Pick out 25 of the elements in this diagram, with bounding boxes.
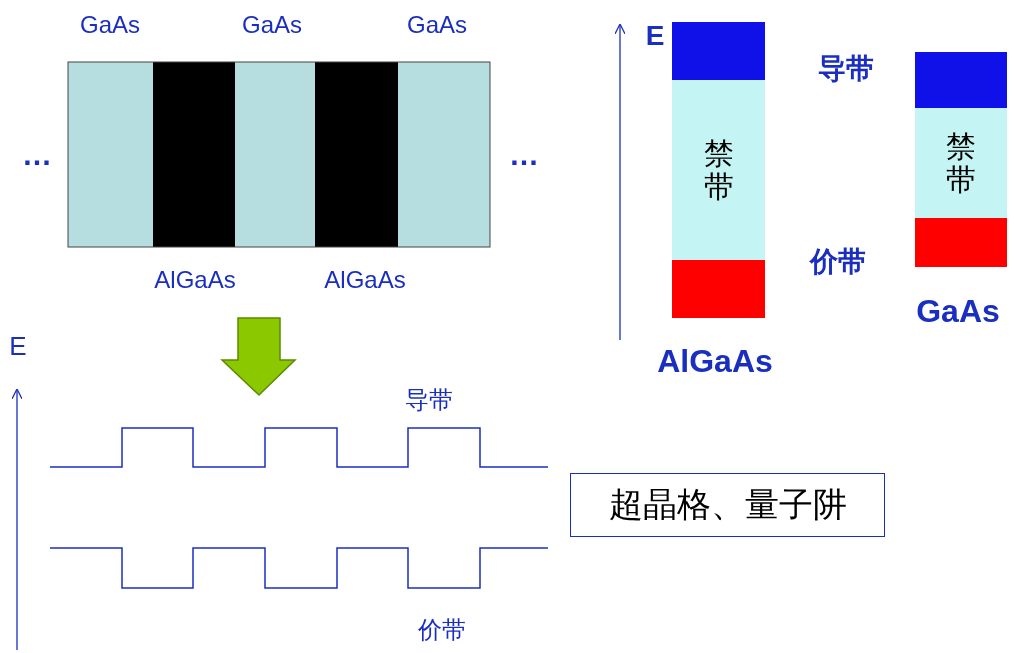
band-gap-block bbox=[915, 108, 1007, 218]
band-block bbox=[915, 52, 1007, 108]
material-label: AlGaAs bbox=[657, 345, 773, 377]
band-label: 价带 bbox=[418, 618, 466, 642]
material-label: GaAs bbox=[916, 295, 1000, 327]
band-gap-label: 禁带 bbox=[946, 130, 976, 196]
material-label: AlGaAs bbox=[324, 268, 406, 292]
material-label: GaAs bbox=[80, 13, 140, 37]
band-label: 价带 bbox=[810, 248, 866, 276]
band-block bbox=[672, 22, 765, 80]
term-text: 超晶格、量子阱 bbox=[608, 484, 847, 525]
band-block bbox=[915, 218, 1007, 267]
axis-label: E bbox=[9, 333, 27, 359]
material-label: GaAs bbox=[242, 13, 302, 37]
ellipsis: … bbox=[509, 140, 539, 170]
material-label: AlGaAs bbox=[154, 268, 236, 292]
ellipsis: … bbox=[22, 140, 52, 170]
axis-label: E bbox=[645, 22, 665, 50]
band-gap-block bbox=[672, 80, 765, 260]
term-box bbox=[570, 473, 885, 537]
band-gap-label: 禁带 bbox=[703, 137, 734, 203]
band-label: 导带 bbox=[818, 55, 874, 83]
band-label: 导带 bbox=[405, 388, 453, 412]
band-block bbox=[672, 260, 765, 318]
material-label: GaAs bbox=[407, 13, 467, 37]
